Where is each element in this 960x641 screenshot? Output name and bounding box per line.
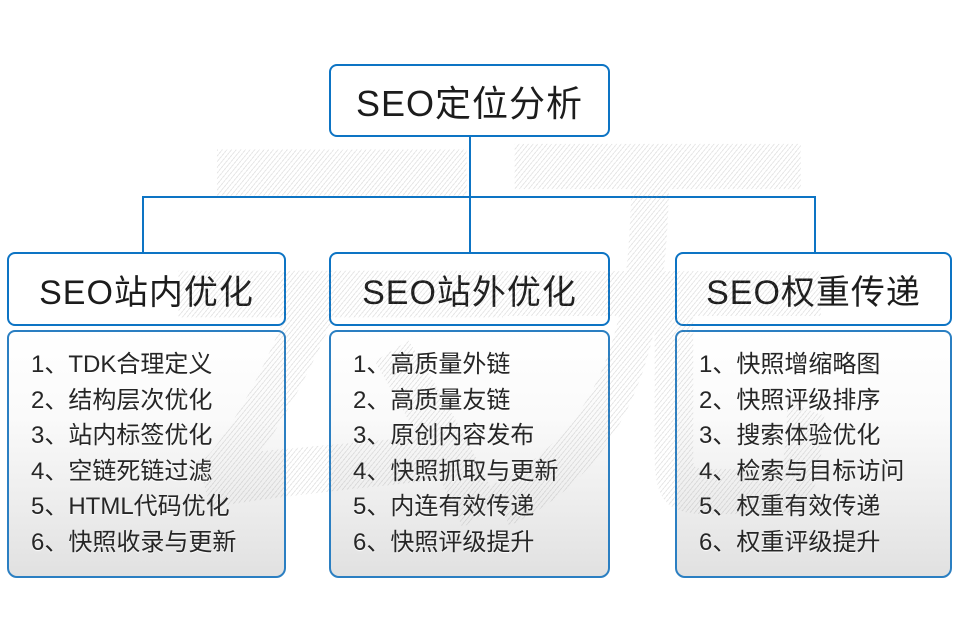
list-item: 2、快照评级排序 [699, 386, 881, 414]
column-header-offsite-title: SEO站外优化 [362, 273, 577, 312]
connector-right-drop-line [814, 197, 816, 253]
list-item: 2、结构层次优化 [31, 386, 213, 414]
list-item: 1、快照增缩略图 [699, 351, 881, 378]
list-item: 4、空链死链过滤 [31, 457, 213, 485]
root-node-seo-positioning: SEO定位分析 [329, 64, 610, 137]
list-item: 6、权重评级提升 [699, 528, 881, 556]
column-header-weight: SEO权重传递 [675, 252, 952, 326]
weight-item-list: 1、快照增缩略图 2、快照评级排序 3、搜索体验优化 4、检索与目标访问 5、权… [699, 347, 942, 560]
list-item: 4、检索与目标访问 [699, 457, 905, 485]
connector-horizontal-line [142, 196, 816, 198]
list-item: 3、搜索体验优化 [699, 422, 881, 449]
column-header-onsite: SEO站内优化 [7, 252, 286, 326]
column-panel-weight: 1、快照增缩略图 2、快照评级排序 3、搜索体验优化 4、检索与目标访问 5、权… [675, 330, 952, 578]
column-panel-offsite: 1、高质量外链 2、高质量友链 3、原创内容发布 4、快照抓取与更新 5、内连有… [329, 330, 610, 578]
column-header-offsite: SEO站外优化 [329, 252, 610, 326]
column-panel-onsite: 1、TDK合理定义 2、结构层次优化 3、站内标签优化 4、空链死链过滤 5、H… [7, 330, 286, 578]
column-header-weight-title: SEO权重传递 [706, 273, 921, 312]
list-item: 5、内连有效传递 [353, 493, 535, 520]
list-item: 5、HTML代码优化 [31, 493, 230, 520]
list-item: 6、快照收录与更新 [31, 528, 237, 556]
list-item: 1、高质量外链 [353, 351, 511, 378]
onsite-item-list: 1、TDK合理定义 2、结构层次优化 3、站内标签优化 4、空链死链过滤 5、H… [31, 347, 276, 560]
list-item: 3、站内标签优化 [31, 422, 213, 449]
list-item: 5、权重有效传递 [699, 493, 881, 520]
list-item: 6、快照评级提升 [353, 528, 535, 556]
connector-middle-drop-line [469, 197, 471, 253]
list-item: 4、快照抓取与更新 [353, 457, 559, 485]
root-node-title: SEO定位分析 [355, 82, 584, 124]
column-header-onsite-title: SEO站内优化 [39, 273, 254, 312]
connector-root-vertical-line [469, 137, 471, 197]
list-item: 2、高质量友链 [353, 386, 511, 414]
offsite-item-list: 1、高质量外链 2、高质量友链 3、原创内容发布 4、快照抓取与更新 5、内连有… [353, 347, 600, 560]
list-item: 3、原创内容发布 [353, 422, 535, 449]
connector-left-drop-line [142, 197, 144, 253]
list-item: 1、TDK合理定义 [31, 351, 213, 378]
